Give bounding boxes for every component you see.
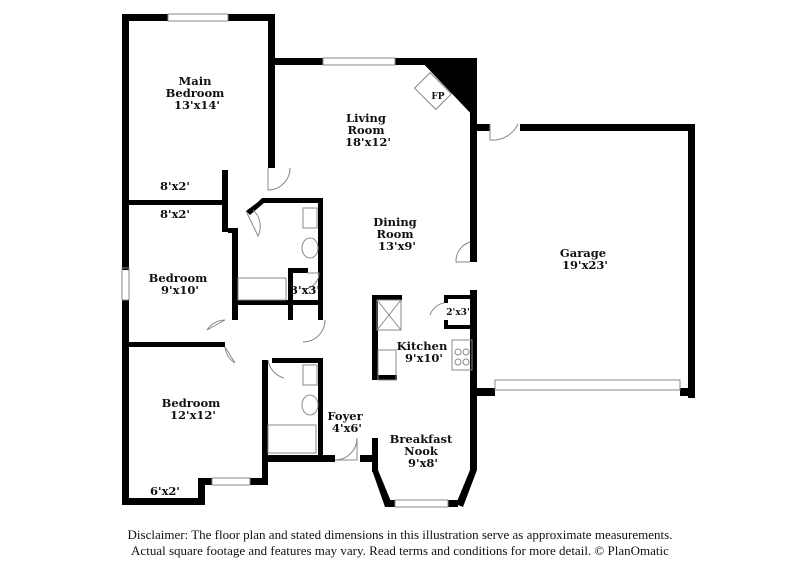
main-bedroom-label: Main Bedroom 13'x14' — [166, 74, 229, 112]
bedroom-3-label: Bedroom 12'x12' — [162, 396, 225, 422]
kitchen-label: Kitchen 9'x10' — [397, 339, 452, 365]
closet-main-1-label: 8'x2' — [160, 179, 190, 193]
pantry-label: 2'x3' — [446, 308, 469, 318]
closet-bed3-label: 6'x2' — [150, 484, 180, 498]
bedroom-2-label: Bedroom 9'x10' — [149, 271, 212, 297]
garage-label: Garage 19'x23' — [560, 246, 610, 272]
walls — [122, 14, 695, 507]
breakfast-nook-label: Breakfast Nook 9'x8' — [390, 432, 457, 470]
floor-plan: Main Bedroom 13'x14' Living Room 18'x12'… — [121, 13, 695, 508]
disclaimer-line-1: Disclaimer: The floor plan and stated di… — [127, 527, 673, 542]
living-room-label: Living Room 18'x12' — [345, 111, 391, 149]
room-labels: Main Bedroom 13'x14' Living Room 18'x12'… — [149, 74, 610, 498]
foyer-label: Foyer 4'x6' — [327, 409, 366, 435]
disclaimer-line-2: Actual square footage and features may v… — [131, 543, 669, 558]
closet-main-2-label: 8'x2' — [160, 207, 190, 221]
closet-hall-label: 3'x3' — [290, 283, 320, 297]
windows-doors — [121, 13, 681, 508]
dining-room-label: Dining Room 13'x9' — [373, 215, 421, 253]
fireplace-label: FP — [431, 92, 444, 102]
